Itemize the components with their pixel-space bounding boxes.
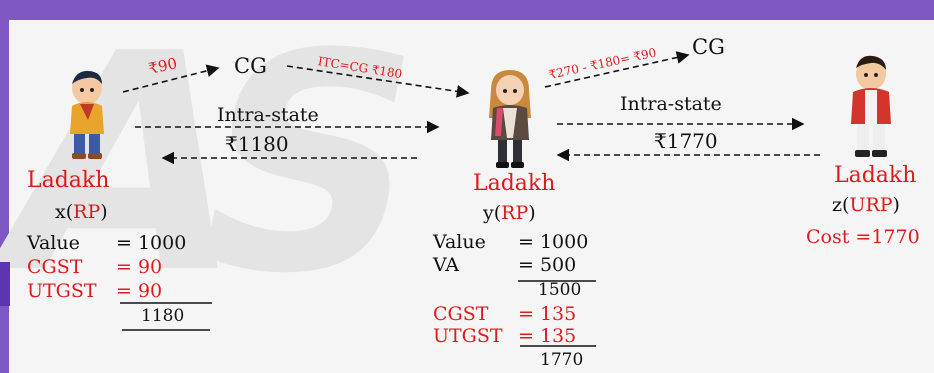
y-subtotal: 1500	[538, 280, 582, 300]
person-y-icon	[489, 70, 531, 168]
y-utgst-value: = 135	[518, 325, 577, 347]
top-header-bar	[0, 0, 934, 20]
y-value: = 1000	[518, 231, 589, 253]
arrow-cg-to-y	[286, 65, 470, 98]
yz-amount-label: ₹1770	[654, 129, 718, 153]
x-cgst-label: CGST	[27, 256, 83, 278]
cg-label-1: CG	[234, 54, 267, 78]
y-party-label: y(RP)	[483, 202, 536, 224]
y-cgst-label: CGST	[433, 303, 489, 325]
x-location: Ladakh	[27, 168, 110, 193]
y-va-value: = 500	[518, 254, 577, 276]
x-cgst-value: = 90	[116, 256, 163, 278]
y-utgst-label: UTGST	[433, 325, 503, 347]
x-total: 1180	[141, 306, 185, 326]
z-location: Ladakh	[834, 163, 917, 188]
y-va-label: VA	[433, 254, 460, 276]
y-location: Ladakh	[473, 171, 556, 196]
yz-intra-state-label: Intra-state	[620, 93, 722, 115]
x-utgst-value: = 90	[116, 280, 163, 302]
person-z-icon	[851, 55, 891, 157]
left-accent-bar	[0, 20, 9, 373]
xy-intra-state-label: Intra-state	[217, 104, 319, 126]
y-total: 1770	[540, 350, 584, 370]
x-utgst-label: UTGST	[27, 280, 97, 302]
arrow-y-to-cg	[544, 51, 690, 88]
x-value-label: Value	[27, 232, 80, 254]
xy-amount-label: ₹1180	[225, 132, 289, 156]
person-x-icon	[70, 70, 104, 159]
x-value: = 1000	[116, 232, 187, 254]
x-party-label: x(RP)	[55, 201, 108, 223]
side-tab	[0, 262, 10, 306]
y-value-label: Value	[433, 231, 486, 253]
z-party-label: z(URP)	[832, 194, 900, 216]
z-cost: Cost =1770	[806, 226, 920, 248]
arrow-x-to-cg	[122, 64, 220, 93]
cg-label-2: CG	[692, 35, 725, 59]
y-cgst-value: = 135	[518, 303, 577, 325]
